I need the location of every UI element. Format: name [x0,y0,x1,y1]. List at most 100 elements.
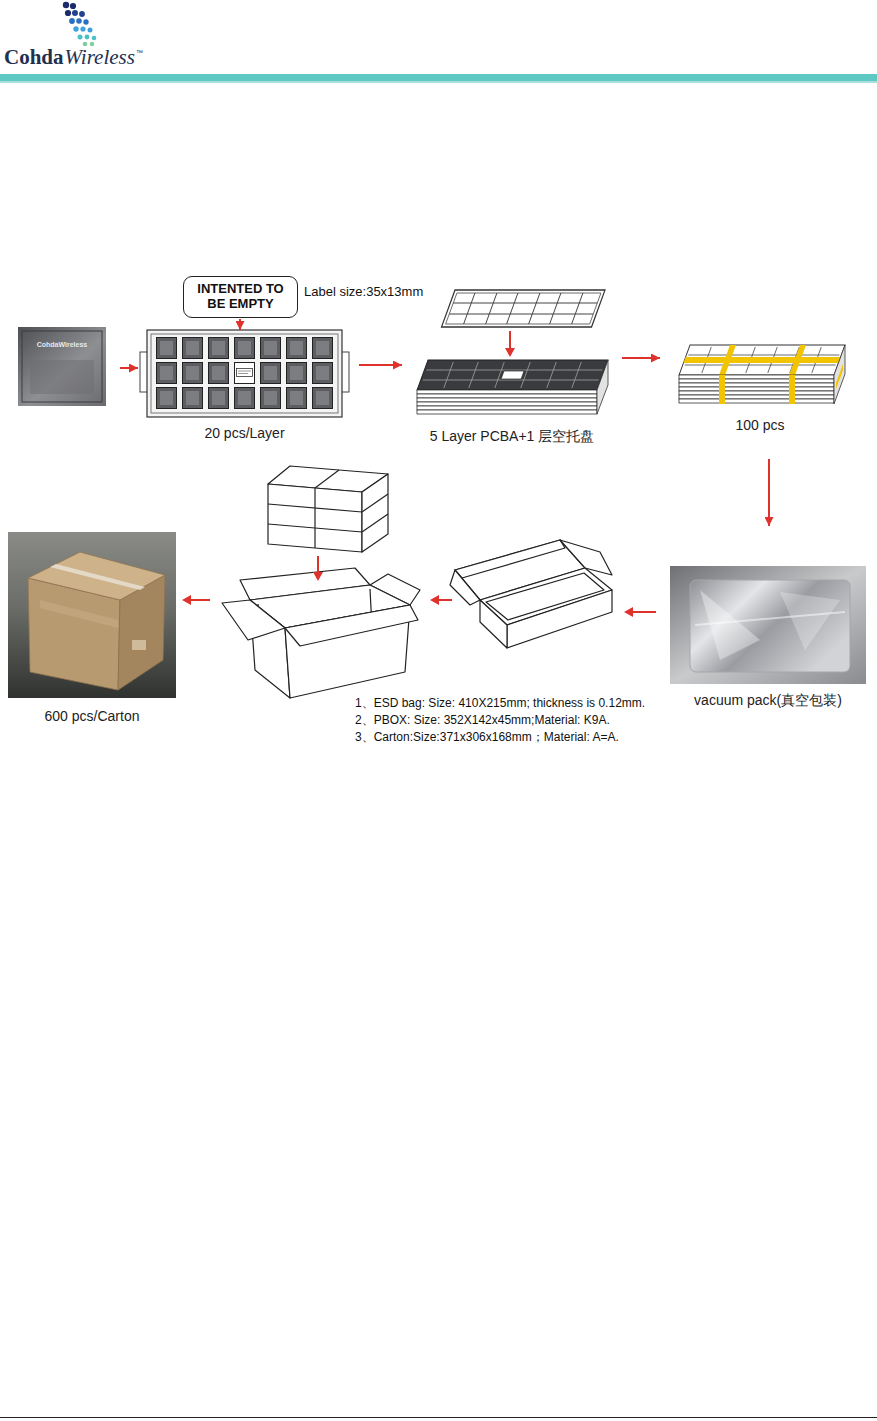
strapped-stack [679,345,845,375]
strapped-stack [679,387,834,391]
flow-arrow [624,607,633,617]
pbox [507,590,612,648]
logo-dots [63,2,69,8]
logo-dots [73,26,78,31]
empty-tray-top [449,313,593,314]
tray-stack [469,362,478,388]
logo-dots [63,2,96,47]
tray-stack [426,370,602,371]
tray-stack [417,360,608,390]
carton-stack [314,488,315,548]
vacuum-pack-photo [695,612,845,625]
flow-arrow [505,331,515,357]
carton-photo [50,564,145,590]
header-band [0,81,877,83]
empty-tray-top [442,290,605,327]
empty-tray-top [486,293,497,324]
carton-photo [8,532,176,698]
carton-photo [8,532,176,698]
logo-dots [76,18,82,24]
empty-tray-top [572,293,583,324]
tray-stack [417,410,597,414]
logo-dots [88,28,93,33]
tray-stack [417,360,608,390]
tray-stack [417,390,597,394]
flow-arrow [632,611,656,613]
strapped-stack [719,375,725,404]
flow-arrow [505,348,515,357]
header-band [0,74,877,81]
logo-dots [65,10,71,16]
flow-arrow [438,599,452,601]
tray-stack [444,362,453,388]
logo-dots [78,35,83,40]
strapped-stack [719,345,736,375]
footer-rule [0,1417,877,1418]
tray-stack [547,362,556,388]
pbox [450,540,612,648]
step-caption: 100 pcs [735,417,784,433]
tray-stack [420,362,605,388]
vacuum-pack-photo [670,566,866,684]
vacuum-pack-photo [690,580,850,672]
strapped-stack [682,347,842,373]
carton-open [222,568,420,698]
flow-arrow [622,357,660,359]
strapped-stack [679,345,845,404]
pbox [450,570,480,605]
tray-stack [417,398,597,402]
step-caption: 600 pcs/Carton [45,708,140,724]
tray-step: 20 pcs/Layer [140,330,349,445]
logo-dots [85,35,90,40]
tray-stack [417,406,597,410]
empty-tray-top [446,293,601,324]
flow-arrow [239,319,241,330]
vacuum-pack-photo [700,590,760,660]
carton-photo [28,552,165,600]
empty-tray-top [507,293,518,324]
empty-tray-top [529,293,540,324]
tray-stack [501,371,524,379]
strapped-stack [679,399,834,403]
flow-arrow [182,595,191,605]
tray [235,363,255,384]
callout-box: INTENTED TO BE EMPTY [183,276,298,318]
flow-arrow [190,599,210,601]
tray [156,337,338,412]
spec-note: 2、PBOX: Size: 352X142x45mm;Material: K9A… [355,714,610,728]
step-caption: 20 pcs/Layer [204,425,284,441]
pbox [455,540,565,578]
empty-tray-top [550,293,561,324]
strapped-stack [789,345,806,375]
tray [151,334,338,413]
carton-photo [40,600,118,628]
module-print: CohdaWireless [37,341,88,348]
tray [147,330,342,417]
footer-rule [0,1417,877,1418]
logo-dots [80,26,85,31]
empty-tray-top [464,293,475,324]
callout-text: INTENTED TO BE EMPTY [191,282,290,312]
vacuum-step: vacuum pack(真空包装) [668,566,868,712]
logo-text: Cohda [4,45,64,69]
tray-stack [423,380,599,381]
dimension-note: Label size:35x13mm [304,285,423,300]
logo-dots [92,36,97,41]
strapped-stack [679,345,845,375]
flow-arrow [509,331,511,349]
flow-arrow [317,556,319,573]
module-photo [18,327,106,406]
trademark: ™ [136,49,143,57]
flow-arrow [182,595,210,605]
carton-stack [268,466,388,552]
strapped-stack [834,345,845,404]
vacuum-pack-photo [670,566,866,684]
tray-stack [417,402,597,406]
strapped-stack [688,355,839,356]
empty-tray-top [442,290,605,327]
carton-stack [362,494,388,512]
flow-arrow [359,364,402,366]
tray [237,369,253,377]
strapped-stack [836,364,843,389]
logo-dots [79,11,85,17]
